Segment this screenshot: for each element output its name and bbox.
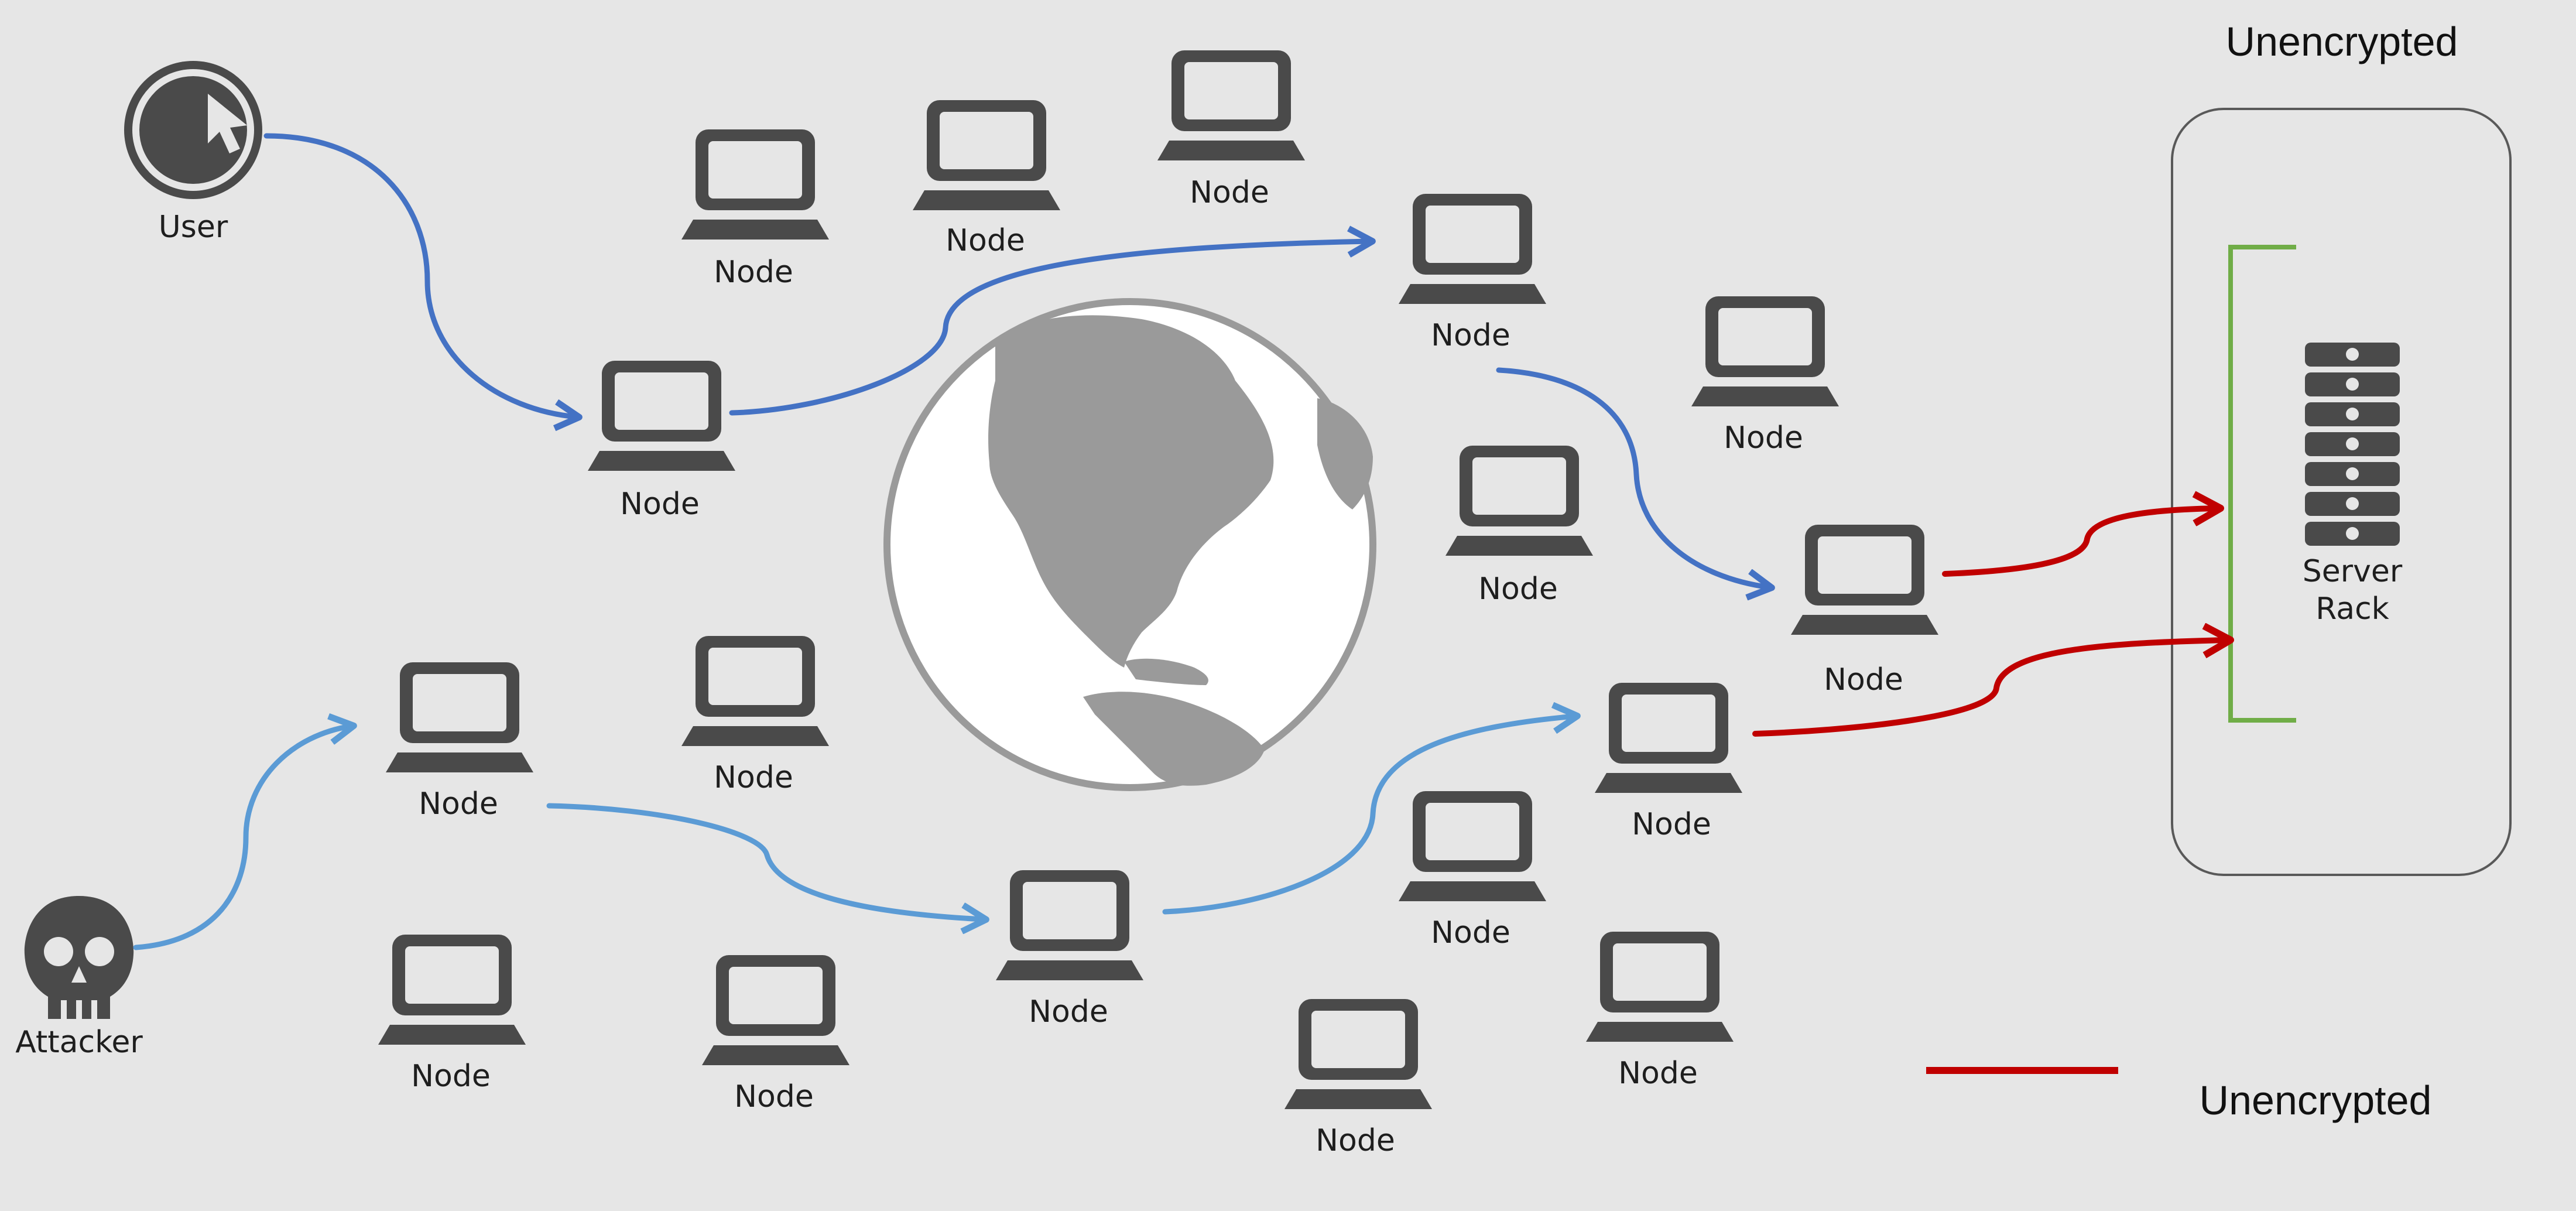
laptop-icon: [913, 100, 1060, 210]
node-label: Node: [1190, 175, 1269, 210]
laptop-icon: [378, 935, 526, 1045]
user-path-segment: [1496, 367, 1769, 587]
laptop-icon: [1399, 194, 1546, 304]
user-cursor-icon: [124, 61, 262, 199]
server-label-line2: Rack: [2315, 591, 2389, 627]
node-label: Node: [620, 487, 700, 522]
node-label: Node: [1478, 572, 1558, 607]
laptop-icon: [1691, 296, 1839, 406]
server-label-line1: Server: [2303, 554, 2403, 589]
node: Node: [1595, 683, 1742, 842]
attacker-path-segment: [546, 803, 984, 919]
node: Node: [702, 955, 849, 1114]
node: Node: [1399, 791, 1546, 950]
laptop-icon: [681, 129, 829, 240]
node: Node: [1586, 932, 1734, 1091]
laptop-icon: [996, 870, 1143, 980]
laptop-icon: [386, 662, 533, 772]
user-label: User: [159, 210, 228, 245]
laptop-icon: [1445, 446, 1593, 556]
user-path-segment: [263, 133, 577, 417]
node-label: Node: [1431, 915, 1510, 950]
node: Node: [1691, 296, 1839, 456]
attacker-path-segment: [133, 726, 351, 950]
laptop-icon: [1284, 999, 1432, 1109]
attacker-label: Attacker: [15, 1025, 143, 1060]
laptop-icon: [702, 955, 849, 1065]
laptop-icon: [588, 361, 735, 471]
legend-label: Unencrypted: [2200, 1077, 2432, 1123]
node-label: Node: [1431, 318, 1510, 353]
unencrypted-path-segment: [1752, 640, 2228, 737]
skull-icon: [24, 896, 134, 1019]
laptop-icon: [1157, 50, 1305, 160]
laptop-icon: [681, 636, 829, 746]
node-label: Node: [1029, 994, 1108, 1029]
node: Node: [681, 129, 829, 290]
node: Node: [1791, 525, 1938, 697]
top-heading: Unencrypted: [2226, 19, 2458, 64]
attacker-path-segment: [1162, 716, 1575, 915]
server-enclosure: [2171, 108, 2512, 876]
node: Node: [386, 662, 533, 822]
node: Node: [1157, 50, 1305, 210]
node-label: Node: [946, 223, 1025, 258]
node-label: Node: [734, 1079, 814, 1114]
laptop-icon: [1791, 525, 1938, 635]
node-label: Node: [1316, 1123, 1395, 1158]
node: Node: [681, 636, 829, 795]
node: Node: [378, 935, 526, 1094]
node: Node: [1445, 446, 1593, 607]
globe-icon: [883, 298, 1376, 791]
node-label: Node: [1824, 662, 1903, 697]
node-label: Node: [1724, 420, 1803, 456]
server-rack-icon: [2305, 343, 2400, 546]
node-label: Node: [714, 760, 793, 795]
node-label: Node: [411, 1059, 491, 1094]
node: Node: [996, 870, 1143, 1029]
laptop-icon: [1399, 791, 1546, 901]
server-bracket: [2228, 245, 2296, 723]
unencrypted-path-segment: [1942, 508, 2218, 577]
node: Node: [588, 361, 735, 522]
node: Node: [1399, 194, 1546, 353]
node: Node: [1284, 999, 1432, 1158]
node-label: Node: [1618, 1056, 1698, 1091]
node-label: Node: [419, 786, 498, 822]
node-label: Node: [1632, 807, 1711, 842]
node-label: Node: [714, 255, 793, 290]
node: Node: [913, 100, 1060, 258]
laptop-icon: [1595, 683, 1742, 793]
laptop-icon: [1586, 932, 1734, 1042]
user-path-segment: [729, 241, 1370, 416]
